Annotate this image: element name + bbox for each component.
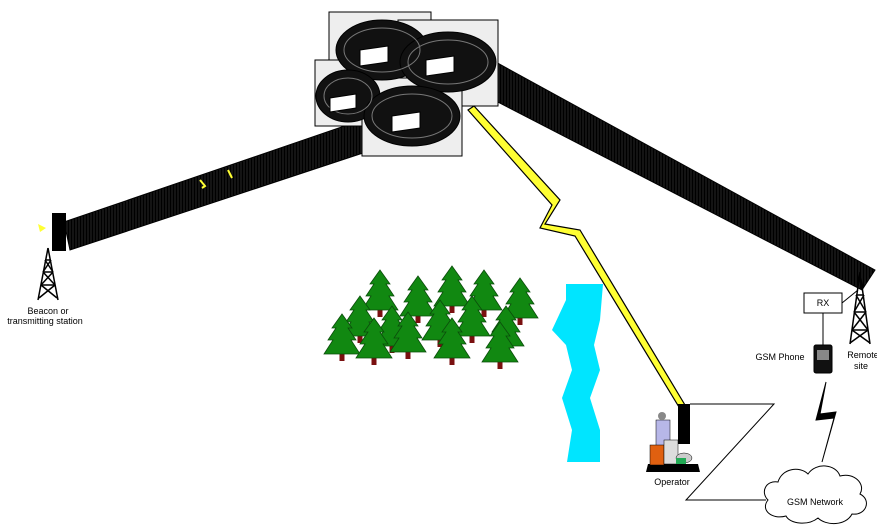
mobile-phone-icon bbox=[813, 344, 833, 374]
cloud-icon bbox=[763, 465, 867, 524]
pine-tree-icon bbox=[481, 321, 519, 369]
gsm-phone-label: GSM Phone bbox=[755, 352, 804, 362]
gsm-network-label: GSM Network bbox=[787, 497, 844, 507]
satellite-cluster-icon bbox=[314, 11, 499, 157]
pine-tree-icon bbox=[433, 317, 471, 365]
operator-label: Operator bbox=[654, 477, 690, 487]
rx-tower-link bbox=[841, 289, 859, 304]
beacon-tower-icon bbox=[37, 213, 66, 301]
remote-tower-icon bbox=[849, 271, 871, 345]
beam-left bbox=[63, 119, 367, 251]
beacon-label-line2: transmitting station bbox=[7, 316, 83, 326]
forest bbox=[323, 265, 539, 369]
remote-label-line2: site bbox=[854, 361, 868, 371]
operator-station-icon bbox=[646, 404, 700, 472]
pine-tree-icon bbox=[355, 317, 393, 365]
beam-right bbox=[489, 59, 876, 291]
pine-tree-icon bbox=[453, 295, 491, 343]
rx-label: RX bbox=[817, 298, 830, 308]
pine-tree-icon bbox=[389, 311, 427, 359]
pine-tree-icon bbox=[433, 265, 471, 313]
remote-label-line1: Remote bbox=[847, 350, 877, 360]
pine-tree-icon bbox=[501, 277, 539, 325]
pine-tree-icon bbox=[361, 269, 399, 317]
beacon-label-line1: Beacon or bbox=[27, 306, 68, 316]
pine-tree-icon bbox=[323, 313, 361, 361]
beam-sparks bbox=[199, 169, 233, 189]
lightning-link-phone-network bbox=[815, 381, 837, 463]
pine-tree-icon bbox=[399, 275, 437, 323]
river-shape bbox=[552, 284, 603, 462]
z-line-operator-network bbox=[684, 403, 776, 501]
